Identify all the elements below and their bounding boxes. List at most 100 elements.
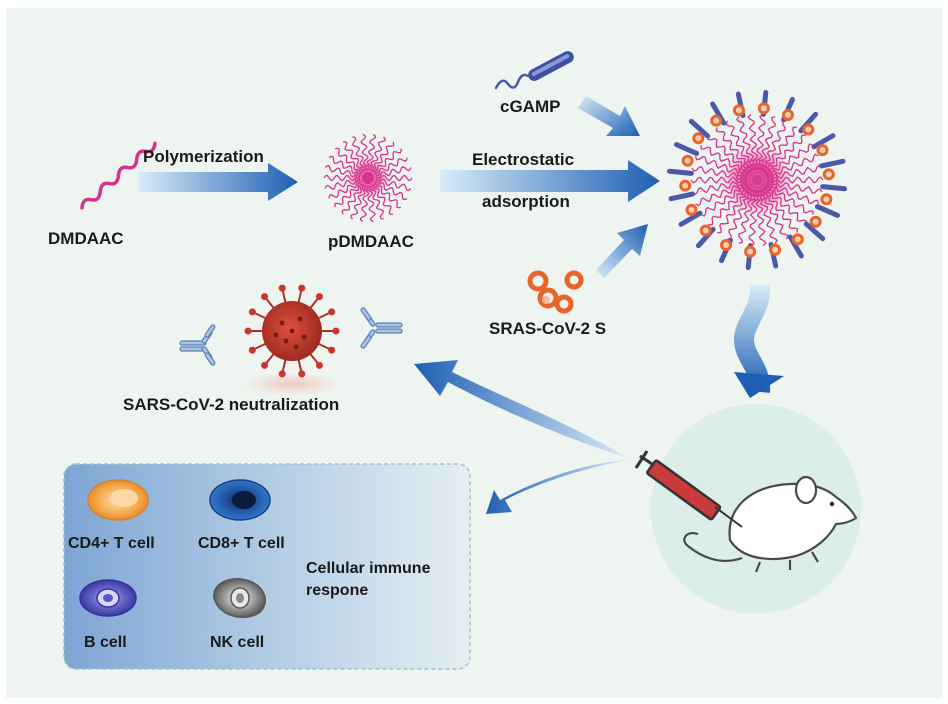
antigen-sphere — [809, 215, 822, 228]
virus-spike-tip — [261, 293, 269, 301]
virus-spike-tip — [328, 346, 336, 354]
antibody-icon-right — [360, 307, 403, 349]
antibody-icon-left — [179, 324, 216, 366]
virus-icon — [244, 284, 340, 378]
virus-spike-tip — [315, 361, 323, 369]
label-electrostatic: Electrostatic — [472, 150, 575, 169]
virus-spike-tip — [244, 327, 252, 335]
virus-spike-tip — [298, 370, 306, 378]
virus-spike-tip — [261, 361, 269, 369]
cgamp-rod — [820, 184, 848, 192]
polymer-strand — [323, 174, 361, 182]
arrow-cgamp-to-particle — [578, 96, 640, 136]
polymer-strand — [374, 157, 408, 177]
antigen-sphere — [699, 224, 712, 237]
cd4-cell-icon — [87, 479, 149, 521]
polymer-sphere-icon — [323, 133, 413, 223]
mouse-icon — [683, 475, 858, 573]
polymer-strand — [359, 185, 370, 223]
polymer-strand — [373, 148, 402, 174]
antigen-sphere — [679, 179, 692, 192]
polymer-strand — [375, 166, 412, 179]
antigen-sphere — [744, 245, 757, 258]
nk-cell-icon — [213, 578, 266, 618]
label-spike-antigen: SRAS-CoV-2 S — [489, 319, 607, 338]
label-cellular-response: respone — [306, 582, 369, 599]
polymer-strand — [341, 183, 364, 215]
polymer-strand — [374, 181, 408, 201]
polymer-strand — [350, 184, 366, 220]
polymer-strand — [328, 179, 362, 199]
label-cd4-t-cell: CD4+ T cell — [68, 535, 155, 552]
antigen-sphere — [685, 203, 698, 216]
antigen-sphere — [781, 108, 794, 121]
antigen-sphere — [802, 123, 815, 136]
cgamp-rod — [803, 221, 826, 242]
antigen-sphere — [769, 243, 782, 256]
cd8-cell-icon — [209, 479, 271, 521]
antigen-sphere — [822, 168, 835, 181]
virus-spike-tip — [278, 284, 286, 292]
virus-spike-tip — [248, 308, 256, 316]
arrow-to-cellular-immune — [486, 460, 630, 514]
antigen-sphere — [681, 154, 694, 167]
arrow-electrostatic-adsorption — [440, 160, 660, 202]
polymer-strand — [324, 165, 361, 178]
polymer-strand — [351, 136, 368, 171]
polymer-strand — [366, 133, 377, 171]
label-cgamp: cGAMP — [500, 97, 561, 116]
arrow-antigen-to-particle — [596, 224, 648, 278]
label-neutralization: SARS-CoV-2 neutralization — [123, 395, 340, 414]
antigen-sphere — [791, 233, 804, 246]
arrow-particle-to-mouse — [733, 284, 784, 398]
b-cell-icon — [79, 579, 137, 617]
label-cellular-immune: Cellular immune — [306, 560, 431, 577]
cellular-immune-panel — [63, 463, 471, 670]
polymer-strand — [366, 185, 376, 223]
virus-spike-tip — [328, 308, 336, 316]
cgamp-rod — [666, 168, 694, 176]
cgamp-rod — [668, 191, 696, 202]
antigen-sphere — [816, 144, 829, 157]
label-dmdaac: DMDAAC — [48, 229, 124, 248]
polymer-strand — [334, 147, 363, 173]
antigen-sphere — [757, 102, 770, 115]
antigen-sphere — [720, 239, 733, 252]
virus-spike-tip — [332, 327, 340, 335]
polymer-strand — [324, 177, 361, 190]
polymer-strand — [328, 155, 362, 175]
polymer-strand — [375, 178, 412, 191]
polymer-strand — [372, 141, 395, 173]
label-adsorption: adsorption — [482, 192, 570, 211]
cgamp-rod — [688, 118, 711, 139]
virus-spike-tip — [315, 293, 323, 301]
virus-shadow — [242, 372, 342, 396]
label-polymerization: Polymerization — [143, 147, 264, 166]
label-cd8-t-cell: CD8+ T cell — [198, 535, 285, 552]
antigen-sphere — [692, 132, 705, 145]
antigen-sphere — [710, 114, 723, 127]
cgamp-rod — [818, 158, 846, 169]
antigen-sphere — [820, 193, 833, 206]
polymer-strand — [371, 184, 394, 215]
polymer-strand — [373, 183, 402, 209]
pink-wave-icon — [80, 141, 157, 210]
cgamp-rod — [814, 204, 841, 218]
label-pdmdaac: pDMDAAC — [328, 232, 414, 251]
cgamp-rod-icon — [494, 51, 574, 90]
antigen-sphere — [732, 104, 745, 117]
antigen-spheres-icon — [527, 270, 584, 314]
polymer-strand — [334, 182, 363, 208]
arrow-to-neutralization — [414, 360, 628, 458]
polymer-strand — [360, 133, 370, 171]
cgamp-rod — [811, 133, 836, 150]
arrow-polymerization — [138, 163, 298, 201]
cgamp-rod — [678, 210, 703, 227]
polymer-strand — [375, 174, 413, 182]
label-b-cell: B cell — [84, 634, 127, 651]
polymer-strand — [342, 141, 365, 172]
virus-spike-tip — [298, 284, 306, 292]
polymer-strand — [368, 185, 385, 220]
cgamp-rod — [673, 142, 700, 156]
